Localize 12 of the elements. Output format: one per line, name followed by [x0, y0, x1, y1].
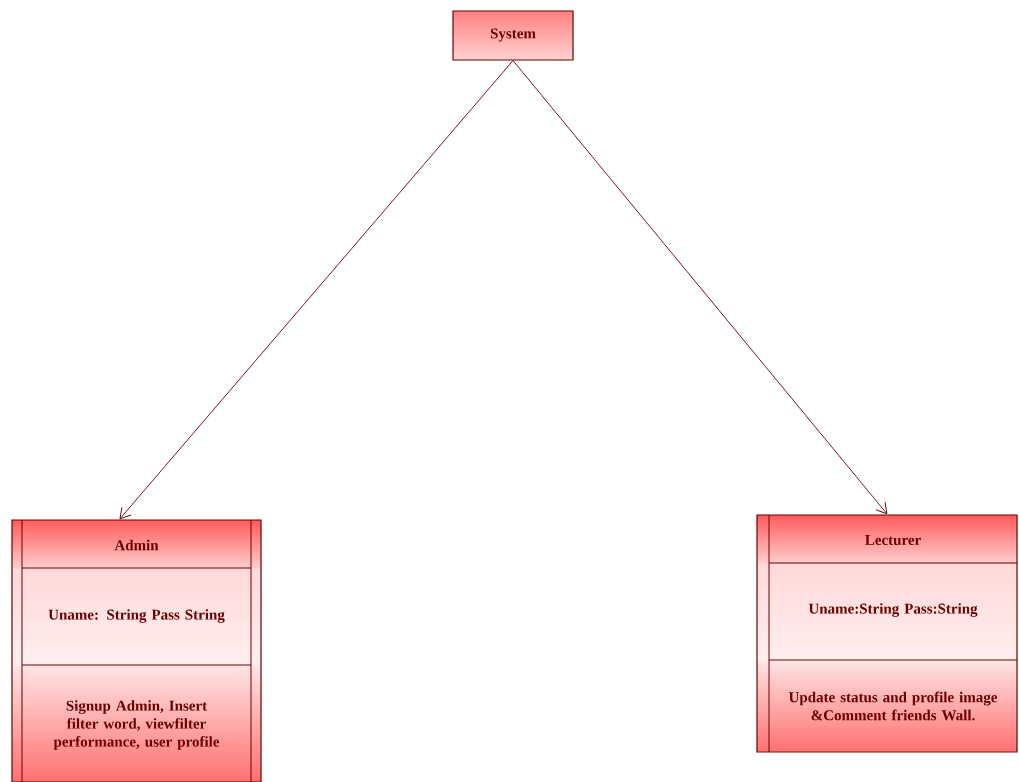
- arrow: [512, 60, 888, 515]
- class-box: [11, 519, 262, 782]
- attribute-list: Uname: String Pass String: [48, 609, 225, 623]
- attribute-list: Uname:String Pass:String: [808, 603, 978, 617]
- arrow: [119, 60, 514, 520]
- operation-list: Signup Admin, Insert filter word, viewfilter performance, user profile: [53, 700, 220, 750]
- class-name: Admin: [114, 539, 159, 551]
- operation-list: Update status and profile image &Comment friends Wall.: [788, 691, 998, 721]
- class-name: System: [490, 28, 536, 42]
- class-box: [756, 514, 1018, 753]
- class-box: [452, 10, 574, 61]
- class-name: Lecturer: [865, 535, 921, 545]
